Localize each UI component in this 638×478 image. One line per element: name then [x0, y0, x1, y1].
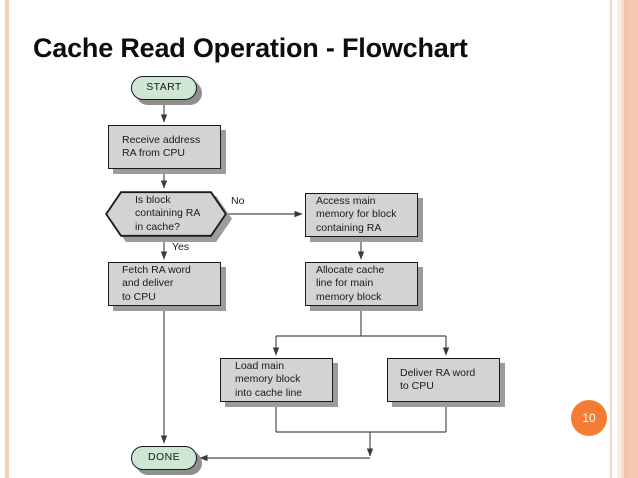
right-stripe-thin-pale	[610, 0, 612, 478]
node-label: START	[146, 81, 182, 94]
node-label-line: into cache line	[235, 386, 303, 399]
node-label-line: Fetch RA word	[122, 263, 191, 276]
node-fetch-ra-word[interactable]: Fetch RA word and deliver to CPU	[108, 262, 226, 311]
node-label-line: containing RA	[316, 221, 382, 234]
node-label-line: line for main	[316, 277, 374, 290]
node-body: DONE	[131, 446, 197, 470]
node-allocate-cache-line[interactable]: Allocate cache line for main memory bloc…	[305, 262, 423, 311]
node-label-line: and deliver	[122, 277, 174, 290]
edge-label-no: No	[231, 195, 245, 207]
node-label-line: memory for block	[316, 208, 397, 221]
node-label-line: to CPU	[400, 380, 434, 392]
node-body: Fetch RA word and deliver to CPU	[108, 262, 221, 306]
node-label-line: containing RA	[135, 207, 201, 220]
node-body: START	[131, 76, 197, 100]
node-label-line: Access main	[316, 194, 376, 207]
node-load-main-memory-block[interactable]: Load main memory block into cache line	[220, 358, 338, 407]
node-start[interactable]: START	[131, 76, 202, 105]
node-label-line: Receive address	[122, 133, 201, 146]
node-label-line: Is block	[135, 193, 171, 206]
node-label-line: in cache?	[135, 220, 180, 233]
left-stripe-peach	[5, 0, 9, 478]
node-body: Access main memory for block containing …	[305, 193, 418, 237]
decision-hexagon-shape	[105, 191, 227, 237]
node-body: Receive address RA from CPU	[108, 125, 221, 169]
node-label: DONE	[148, 451, 180, 464]
right-stripe-wide	[627, 0, 638, 478]
node-label-line: Load main	[235, 359, 285, 372]
page-title: Cache Read Operation - Flowchart	[33, 33, 468, 63]
right-stripe-cream	[617, 0, 621, 478]
node-done[interactable]: DONE	[131, 446, 202, 475]
node-label-line: memory block	[316, 290, 382, 303]
edge-label-yes: Yes	[172, 241, 190, 253]
node-label-line: memory block	[235, 373, 301, 386]
node-deliver-ra-word[interactable]: Deliver RA word to CPU	[387, 358, 505, 407]
node-label-line: Deliver RA word	[400, 366, 476, 379]
node-label-line: to CPU	[122, 290, 156, 303]
right-stripe-mid	[624, 0, 627, 478]
node-body: Is block containing RA in cache?	[105, 191, 227, 237]
right-stripe-light	[621, 0, 624, 478]
node-body: Allocate cache line for main memory bloc…	[305, 262, 418, 306]
node-label-line: RA from CPU	[122, 147, 186, 159]
node-label-line: Allocate cache	[316, 263, 385, 276]
node-body: Load main memory block into cache line	[220, 358, 333, 402]
node-access-main-memory[interactable]: Access main memory for block containing …	[305, 193, 423, 242]
node-receive-address[interactable]: Receive address RA from CPU	[108, 125, 226, 174]
page-number-badge: 10	[571, 400, 607, 436]
node-body: Deliver RA word to CPU	[387, 358, 500, 402]
node-decision-block-in-cache[interactable]: Is block containing RA in cache?	[105, 191, 232, 242]
